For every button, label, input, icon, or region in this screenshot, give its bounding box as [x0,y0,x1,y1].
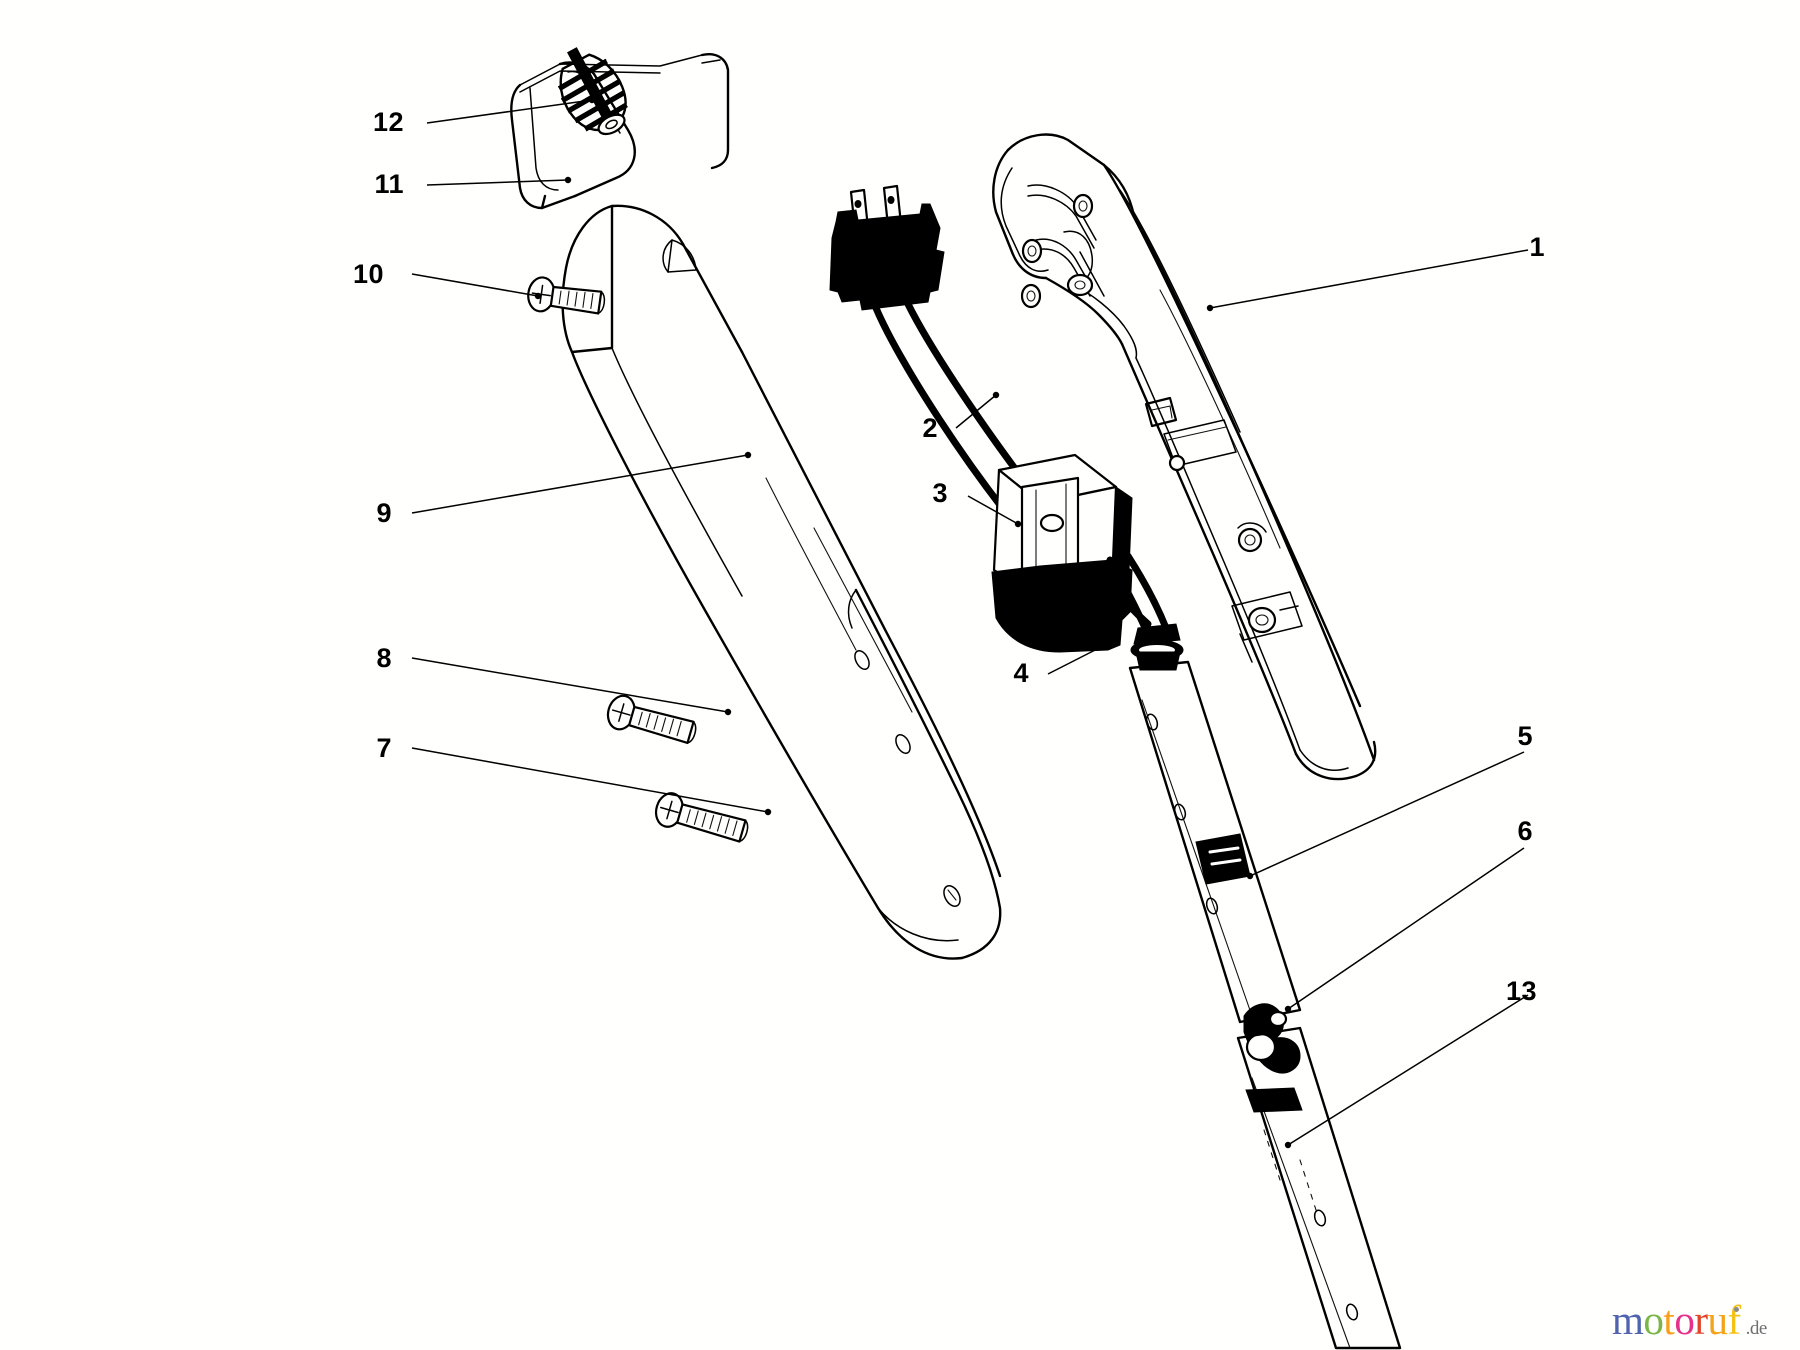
callout-leader-8 [411,657,729,713]
callout-dot-10 [534,292,542,300]
watermark-letters: motoruf [1612,1297,1741,1343]
callout-leader-6 [1287,847,1525,1010]
part-8-screw [606,694,697,745]
callout-leader-11 [426,179,569,186]
callout-dot-2 [992,391,1000,399]
callout-dot-7 [764,808,772,816]
callout-number-10: 10 [353,259,384,289]
watermark-letter-6: f [1727,1297,1741,1343]
callout-6: 6 [1284,816,1533,1013]
callout-number-8: 8 [376,643,392,673]
callout-number-11: 11 [374,169,404,199]
callout-11: 11 [374,169,572,199]
part-9-handle-half-shell [561,204,1002,960]
callout-7: 7 [376,733,772,816]
callout-dot-12 [588,96,596,104]
callout-dot-6 [1284,1005,1292,1013]
callout-9: 9 [376,451,752,528]
callout-10: 10 [353,259,542,300]
watermark-letter-3: o [1674,1297,1695,1343]
callout-dot-4 [1101,641,1109,649]
callout-dot-13 [1284,1141,1292,1149]
callout-dot-11 [564,176,572,184]
callout-dot-9 [744,451,752,459]
callout-13: 13 [1284,976,1537,1149]
callout-8: 8 [376,643,732,716]
callout-1: 1 [1206,232,1545,312]
watermark-letter-1: o [1643,1297,1664,1343]
part-7-screw [654,792,749,843]
callout-4: 4 [1013,641,1109,688]
watermark-letter-4: r [1694,1297,1708,1343]
part-3-switch-box [991,453,1170,653]
callout-leader-10 [411,273,539,297]
callout-3: 3 [932,478,1022,528]
callout-number-7: 7 [376,733,392,763]
callout-leader-12 [426,99,593,124]
part-5-handle-lower-housing [1120,342,1377,781]
callout-number-1: 1 [1529,232,1545,262]
callout-leader-7 [411,747,769,813]
watermark-letter-5: u [1707,1297,1728,1343]
part-13-handle-tube-lower [1236,1026,1402,1350]
callout-leader-9 [411,454,749,514]
callout-number-2: 2 [922,413,938,443]
callout-leader-4 [1047,644,1106,675]
callout-leader-13 [1287,994,1529,1146]
watermark-suffix: .de [1745,1318,1768,1339]
callout-number-12: 12 [373,107,404,137]
callout-leader-5 [1249,751,1525,877]
callout-number-5: 5 [1517,721,1533,751]
callout-dot-5 [1246,872,1254,880]
callout-leader-2 [955,394,997,429]
callout-number-4: 4 [1013,658,1029,688]
part-10-screw [527,276,606,315]
callout-12: 12 [373,96,596,137]
callout-dot-3 [1014,520,1022,528]
part-1-handle-upper-housing [992,133,1376,762]
callout-5: 5 [1246,721,1533,880]
callout-2: 2 [922,391,1000,443]
callout-number-9: 9 [376,498,392,528]
callout-number-6: 6 [1517,816,1533,846]
callout-dot-1 [1206,304,1214,312]
callout-leader-1 [1209,249,1529,309]
callout-number-3: 3 [932,478,948,508]
callout-number-13: 13 [1506,976,1537,1006]
watermark-letter-0: m [1612,1297,1644,1343]
motoruf-watermark: motoruf.de [1612,1296,1767,1344]
callout-dot-8 [724,708,732,716]
watermark-letter-2: t [1663,1297,1675,1343]
watermark-dot [1733,1307,1739,1312]
callout-leader-3 [967,495,1019,525]
part-6-handle-tube-upper [1128,660,1302,1074]
